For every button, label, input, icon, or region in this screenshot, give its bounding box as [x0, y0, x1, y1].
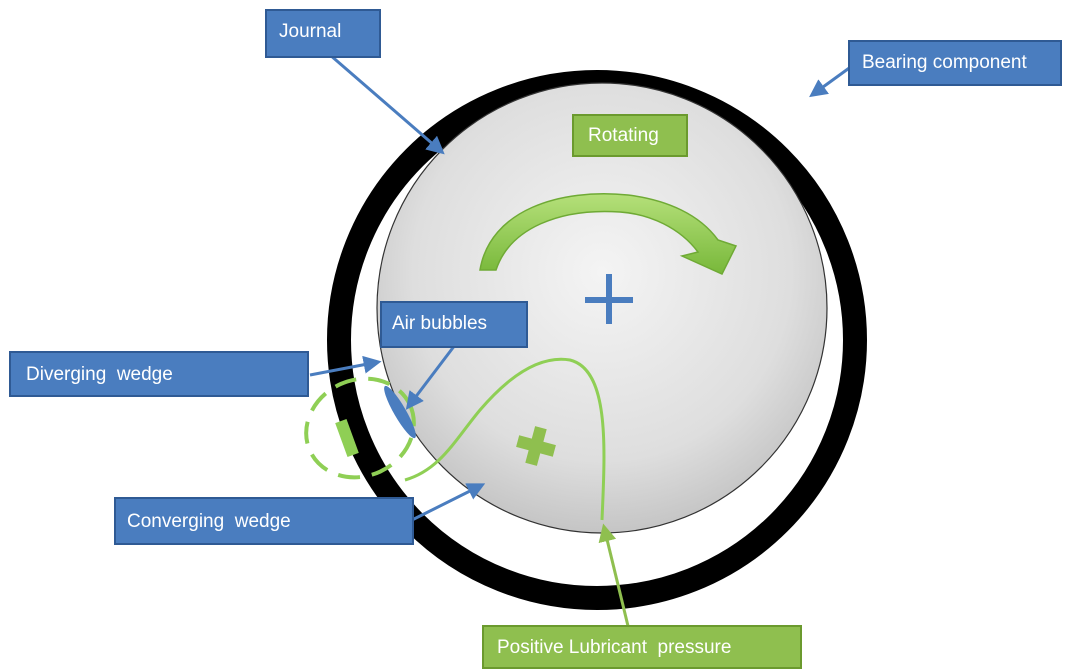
converging-wedge-pointer [411, 483, 486, 522]
svg-text:Bearing component: Bearing component [862, 52, 1027, 73]
air-bubbles-label: Air bubbles [380, 301, 528, 348]
pressure-curve [404, 357, 606, 521]
bearing-component-label: Bearing component [848, 40, 1062, 86]
svg-text:Rotating: Rotating [588, 125, 659, 146]
svg-text:Converging wedge: Converging wedge [127, 511, 291, 532]
diverging-wedge-pointer [309, 355, 382, 377]
air-bubble-icon [384, 385, 416, 439]
diverging-wedge-label: Diverging wedge [9, 351, 309, 397]
positive-pressure-pointer [598, 523, 630, 627]
air-gap-mark [335, 419, 359, 457]
pressure-center-plus-icon [516, 426, 556, 466]
journal-pointer [321, 46, 445, 155]
positive-lubricant-pressure-label: Positive Lubricant pressure [482, 625, 802, 669]
rotating-label: Rotating [572, 114, 688, 157]
air-bubbles-pointer [405, 344, 457, 410]
svg-text:Diverging wedge: Diverging wedge [26, 364, 173, 385]
svg-text:Air bubbles: Air bubbles [392, 313, 487, 334]
rotation-arrow-icon [479, 193, 738, 275]
svg-text:Journal: Journal [279, 21, 341, 42]
center-plus-icon [585, 274, 633, 324]
journal-label: Journal [265, 9, 381, 58]
bearing-component-pointer [809, 64, 853, 98]
svg-text:Positive Lubricant pressure: Positive Lubricant pressure [497, 637, 731, 658]
converging-wedge-label: Converging wedge [114, 497, 414, 545]
